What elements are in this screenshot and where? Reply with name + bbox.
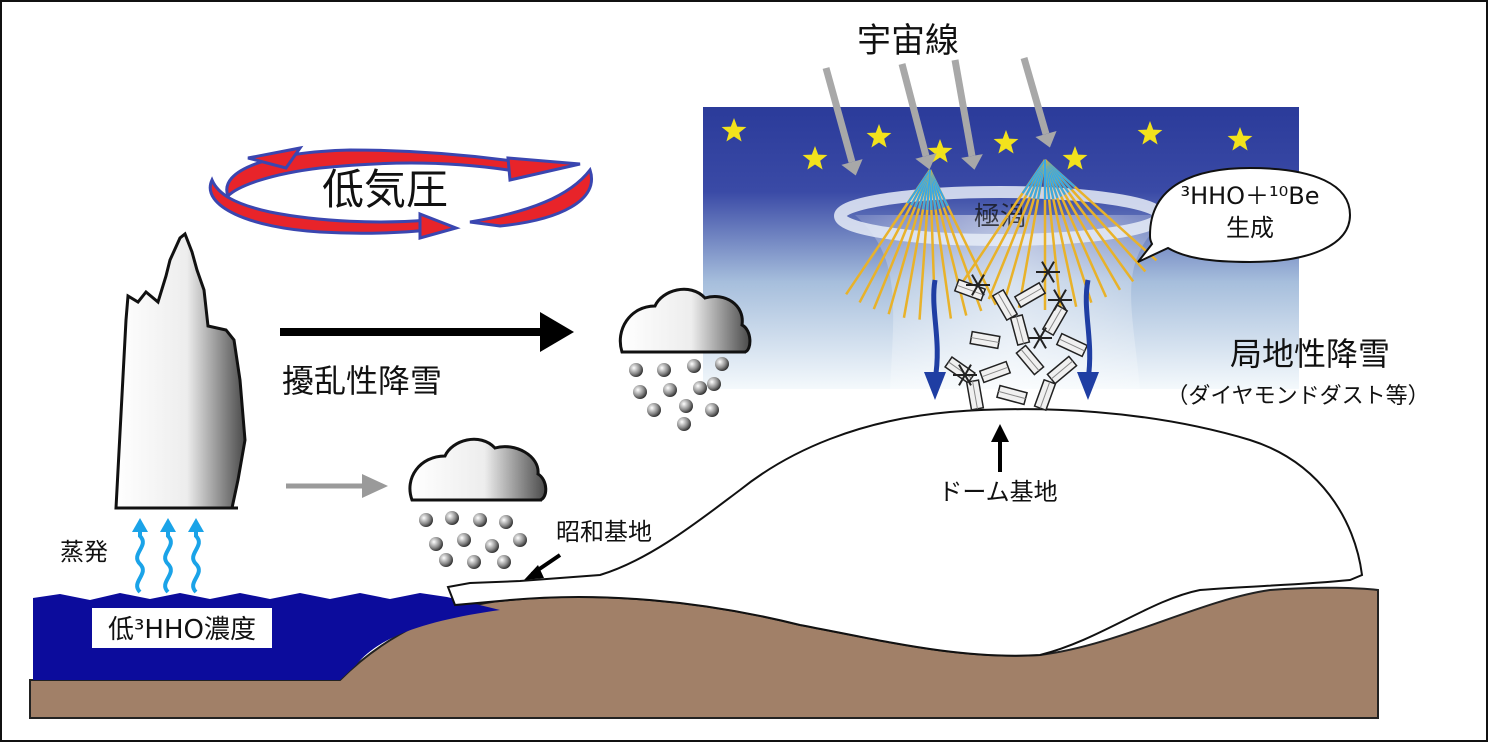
snow-particle [445,511,459,525]
star-icon [1062,146,1088,170]
ice-crystal [1041,303,1069,337]
snowflake-crystal [966,274,990,296]
local-snow-note: （ダイヤモンドダスト等） [1166,384,1429,409]
snow-particle [679,399,693,413]
ice-crystal [969,330,1001,350]
ice-crystal [1015,344,1045,376]
descent-arrows [924,279,1099,400]
snowfall-inland [629,357,729,431]
star-icon [993,130,1019,154]
stars-group [721,118,1253,170]
vapor-arrowhead [160,518,176,532]
snow-particle [707,377,721,391]
showa-base-arrowhead [524,565,544,580]
speech-bubble [1137,166,1352,264]
evaporation-waves [132,518,204,594]
snow-particle [693,381,707,395]
ice-crystal [978,360,1012,384]
low-pressure-label: 低気圧 [322,165,448,214]
cosmic-ray-arrow [898,63,930,157]
star-icon [721,118,747,142]
spallation-core [1021,159,1046,194]
snow-particle [677,417,691,431]
ocean-label: 低³HHO濃度 [108,615,256,645]
vapor-wave [135,530,145,594]
spallation-lines [845,159,1158,320]
star-icon [1137,121,1163,145]
cosmic-ray-arrow [951,59,976,157]
snow-particle [647,403,661,417]
snowflake-crystal [1028,327,1052,349]
snow-particle [457,533,471,547]
star-icon [802,146,828,170]
snowflake-crystal [1036,261,1060,283]
cosmic-ray-arrowhead [841,159,863,176]
ice-sheet [446,408,1364,657]
ocean-label-box [92,608,272,648]
cosmic-ray-arrows [822,57,1057,176]
showa-base-label: 昭和基地 [556,518,652,546]
spallation-core [906,169,931,204]
star-icon [866,124,892,148]
cosmic-rays-label: 宇宙線 [857,21,959,61]
snow-particle [485,539,499,553]
snow-particle [705,403,719,417]
snow-particle [473,513,487,527]
snowflake-crystal [1048,289,1072,311]
ice-crystal [1046,355,1078,385]
cyclone-arrows [208,145,593,240]
dome-base-label: ドーム基地 [938,478,1057,506]
ice-crystal [1009,314,1031,346]
synoptic-snow-label: 擾乱性降雪 [282,362,442,400]
cosmic-ray-arrowhead [1035,130,1057,148]
ice-crystal [996,384,1028,406]
ice-crystal [1013,281,1047,309]
dome-base-arrowhead [991,424,1009,442]
snow-cloud-inland [618,287,752,354]
star-icon [1227,127,1253,151]
ice-crystal [965,379,985,411]
ice-crystal [1055,332,1089,358]
snow-particle [715,357,729,371]
synoptic-snow-arrowhead [540,312,574,352]
snow-cloud-coastal [408,437,548,502]
snow-particle [429,537,443,551]
snow-particle [499,515,513,529]
vapor-wave [191,530,201,594]
vapor-arrowhead [188,518,204,532]
cumulonimbus-cloud [114,231,247,510]
bubble-line2: 生成 [1226,214,1274,242]
local-snow-label: 局地性降雪 [1230,335,1390,373]
snow-particle [513,533,527,547]
cosmic-ray-arrow [1020,57,1050,135]
snowflake-crystal [953,364,977,386]
snow-particle [467,555,481,569]
ice-crystals [944,261,1089,412]
snow-particle [497,555,511,569]
cosmic-ray-arrowhead [961,154,983,170]
snow-particle [439,553,453,567]
snow-particle [419,513,433,527]
ice-crystal [1033,378,1057,412]
snow-particle [687,359,701,373]
vapor-wave [163,530,173,594]
spallation-core [926,169,931,210]
snow-particle [629,363,643,377]
bubble-line1: ³HHO＋¹⁰Be [1180,182,1319,210]
snow-particle [657,363,671,377]
snow-particle [663,383,677,397]
cosmic-ray-arrow [822,67,856,163]
vapor-arrowhead [132,518,148,532]
star-icon [927,139,953,163]
snow-particle [633,385,647,399]
secondary-transport-arrowhead [362,474,388,498]
evaporation-label: 蒸発 [60,538,108,566]
snowfall-coastal [419,511,527,569]
cosmic-ray-arrowhead [915,153,937,170]
